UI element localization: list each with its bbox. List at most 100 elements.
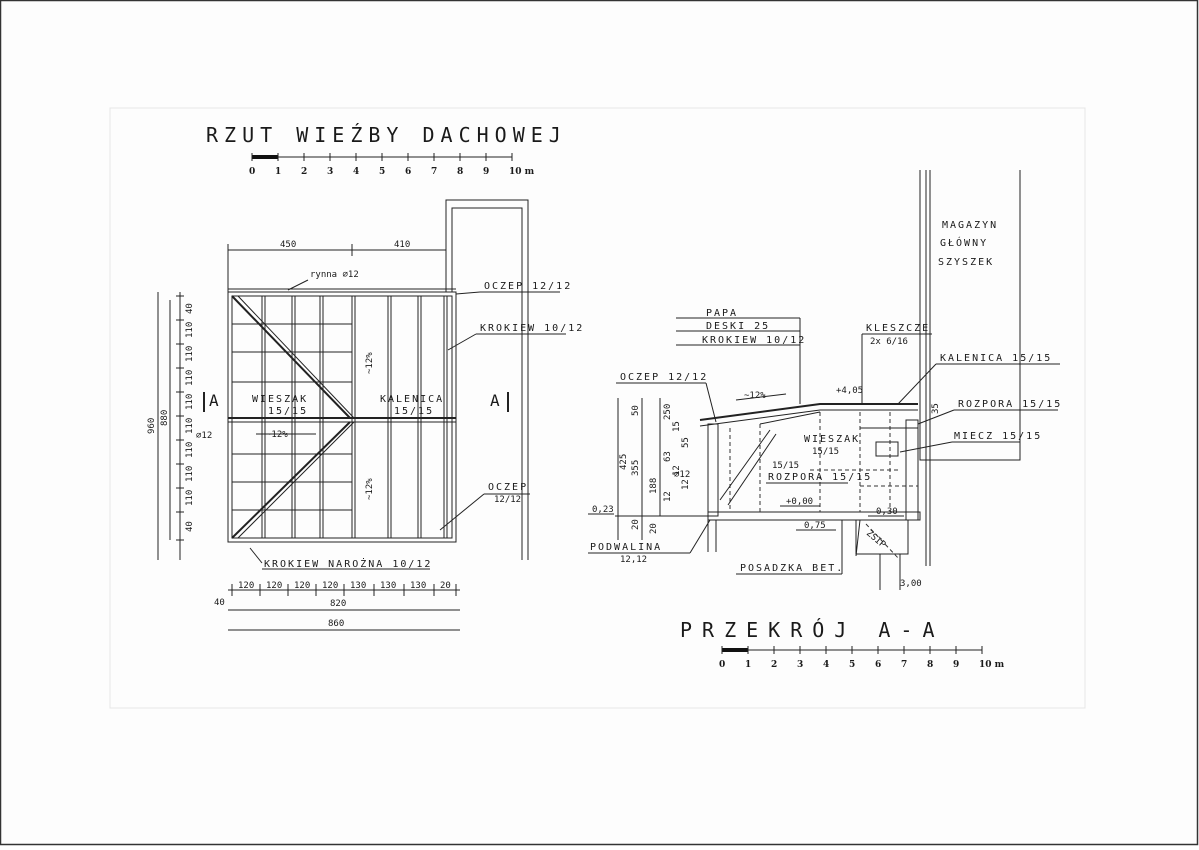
- scale-label: 4: [823, 660, 829, 670]
- scale-label: 10 m: [979, 660, 1005, 670]
- label-oczep-top: OCZEP 12/12: [484, 281, 572, 292]
- leader-rozpora-right: [917, 409, 955, 425]
- dim-sec-inner: 55: [681, 437, 691, 448]
- level-000: +0,00: [786, 497, 813, 507]
- leader-rynna: [287, 279, 309, 291]
- jack-rafters: [232, 323, 352, 511]
- hip-rafter-bottom-edge: [237, 421, 355, 539]
- hip-rafter-top: [231, 295, 351, 419]
- label-wieszak-dim: 15/15: [268, 406, 308, 417]
- dim-bottom-small: 120: [266, 581, 282, 591]
- hip-rafter-bottom: [231, 421, 351, 539]
- label-krokiew-narozna: KROKIEW NAROŻNA 10/12: [264, 557, 432, 570]
- label-kalenica-dim: 15/15: [394, 406, 434, 417]
- magazyn-line-2: GŁÓWNY: [940, 236, 988, 249]
- label-slope-v2: ~12%: [365, 478, 375, 500]
- ground-slope: [865, 523, 901, 561]
- dim-sec-355: 355: [631, 460, 641, 476]
- label-posadzka: POSADZKA BET.: [740, 563, 844, 574]
- dim-sec-50: 50: [631, 405, 641, 416]
- scale-label: 1: [275, 167, 281, 177]
- dim-top-450: 450: [280, 240, 296, 250]
- scale-label: 3: [797, 660, 803, 670]
- leader-krokiew: [447, 333, 477, 351]
- dim-sec-188: 188: [649, 478, 659, 494]
- dim-bottom-small: 20: [440, 581, 451, 591]
- label-krokiew: KROKIEW 10/12: [480, 323, 584, 334]
- dim-top-410: 410: [394, 240, 410, 250]
- dim-left-small: 40: [185, 521, 195, 532]
- dim-sec-inner: 12: [681, 479, 691, 490]
- leader-oczep-bottom: [439, 493, 485, 531]
- brace-2: [727, 433, 777, 506]
- scale-label: 7: [431, 167, 437, 177]
- brace-1: [719, 429, 771, 501]
- dim-left-960: 960: [147, 418, 157, 434]
- level-023: 0,23: [592, 505, 614, 515]
- dim-bottom-860: 860: [328, 619, 344, 629]
- label-wieszak: WIESZAK: [252, 394, 308, 405]
- scale-label: 1: [745, 660, 751, 670]
- label-kleszcze: KLESZCZE: [866, 323, 930, 334]
- dim-bottom-small: 120: [294, 581, 310, 591]
- label-oczep-bottom: OCZEP: [488, 482, 528, 493]
- dim-sec-inner: 15: [672, 421, 682, 432]
- roof-slope-under: [699, 409, 918, 427]
- label-oczep-sec: OCZEP 12/12: [620, 372, 708, 383]
- dim-sec-inner: 12: [663, 491, 673, 502]
- label-rozpora-right: ROZPORA 15/15: [958, 399, 1062, 410]
- scale-label: 0: [249, 167, 255, 177]
- label-phi12: ∅12: [196, 431, 212, 441]
- label-rynna: rynna ∅12: [310, 270, 359, 280]
- label-kalenica: KALENICA: [380, 394, 444, 405]
- dim-sec-inner: 63: [663, 451, 673, 462]
- dim-left-small: 110: [185, 442, 195, 458]
- level-405: +4,05: [836, 386, 863, 396]
- left-wall: [707, 423, 719, 517]
- collar-1: [759, 411, 821, 425]
- section-mark-right: A: [490, 391, 500, 410]
- dim-left-small: 110: [185, 346, 195, 362]
- section-mark-left: A: [209, 391, 219, 410]
- dim-left-880: 880: [160, 410, 170, 426]
- dim-sec-20b: 20: [649, 523, 659, 534]
- scale-label: 2: [301, 167, 307, 177]
- scale-label: 5: [379, 167, 385, 177]
- neighbour-wall-inner: [451, 207, 523, 560]
- dim-left-small: 110: [185, 394, 195, 410]
- label-1515: 15/15: [772, 461, 799, 471]
- miecz-block: [875, 441, 899, 457]
- level-030: 0,30: [876, 507, 898, 517]
- dim-sec-35: 35: [931, 403, 941, 414]
- dim-sec-inner: 12: [672, 465, 682, 476]
- label-wieszak-sec-dim: 15/15: [812, 447, 839, 457]
- magazyn-line-3: SZYSZEK: [938, 257, 994, 268]
- dim-left-small: 110: [185, 322, 195, 338]
- layer-deski: DESKI 25: [706, 321, 770, 332]
- dim-left-small: 110: [185, 490, 195, 506]
- scale-label: 2: [771, 660, 777, 670]
- scale-label: 3: [327, 167, 333, 177]
- label-slope-v1: ~12%: [365, 352, 375, 374]
- leader-oczep: [455, 291, 481, 295]
- plan-title: RZUT WIEŹBY DACHOWEJ: [206, 123, 567, 147]
- leader-miecz: [899, 441, 953, 453]
- dim-left-small: 40: [185, 303, 195, 314]
- label-slope-h: ~12%: [266, 430, 288, 440]
- label-wieszak-sec: WIESZAK: [804, 434, 860, 445]
- dim-left-small: 110: [185, 418, 195, 434]
- level-075: 0,75: [804, 521, 826, 531]
- label-phi12-sec: ∅12: [674, 470, 690, 480]
- dim-bottom-small: 120: [322, 581, 338, 591]
- layer-papa: PAPA: [706, 308, 738, 319]
- scale-label: 9: [953, 660, 959, 670]
- dim-bottom-small: 120: [238, 581, 254, 591]
- dim-sec-425: 425: [619, 454, 629, 470]
- scale-label: 6: [875, 660, 881, 670]
- magazyn-outline: [919, 170, 1021, 461]
- layer-krokiew: KROKIEW 10/12: [702, 335, 806, 346]
